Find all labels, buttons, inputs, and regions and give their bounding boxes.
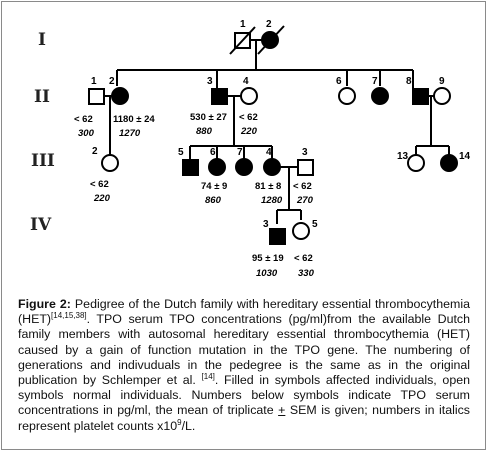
tpo-value: 95 ± 19 <box>252 253 284 264</box>
individual-number: 9 <box>439 76 445 87</box>
individual-ii-8: 8 <box>406 76 429 105</box>
individual-number: 1 <box>91 76 97 87</box>
caption-text-1: Pedigree of the Dutch family with heredi… <box>18 297 471 327</box>
caption-ref-2: [14] <box>201 371 215 381</box>
individual-number: 2 <box>109 76 115 87</box>
deceased-slash <box>257 25 285 55</box>
affected-male-symbol <box>412 88 429 105</box>
individual-i-1: 1 <box>229 19 256 55</box>
tpo-value: < 62 <box>74 114 93 125</box>
platelet-count: 270 <box>296 195 314 206</box>
individual-ii-2: 2 1180 ± 24 1270 <box>109 76 155 139</box>
male-symbol <box>297 159 314 176</box>
affected-female-symbol <box>440 154 458 172</box>
platelet-count: 330 <box>298 268 315 279</box>
individual-number: 7 <box>372 76 378 87</box>
platelet-count: 1280 <box>261 195 283 206</box>
individual-iii-3: 3 < 62 270 <box>293 147 314 206</box>
platelet-count: 300 <box>78 128 95 139</box>
female-symbol <box>338 87 356 105</box>
affected-female-symbol <box>371 87 389 105</box>
caption-superscript-9: 9 <box>177 417 182 427</box>
caption-text-2: . TPO serum TPO concentrations (pg/ml)fr… <box>18 312 470 388</box>
individual-number: 1 <box>240 19 246 30</box>
individual-number: 2 <box>266 19 272 30</box>
affected-male-symbol <box>269 228 286 245</box>
individual-iii-7: 7 <box>235 147 253 176</box>
tpo-value: 1180 ± 24 <box>113 114 155 125</box>
tpo-value: < 62 <box>293 181 312 192</box>
caption-text-4: SEM is given; numbers in italics represe… <box>18 403 470 433</box>
individual-iii-4: 4 81 ± 8 1280 <box>255 147 283 206</box>
individual-ii-7: 7 <box>371 76 389 105</box>
individual-iii-5: 5 <box>178 147 199 176</box>
caption-label: Figure 2: <box>18 297 71 311</box>
individual-iii-2: 2 < 62 220 <box>90 146 119 204</box>
generation-label-ii: II <box>34 87 50 107</box>
individual-ii-4: 4 < 62 220 <box>239 76 258 137</box>
individual-ii-3: 3 530 ± 27 880 <box>190 76 228 137</box>
individual-number: 5 <box>178 147 184 158</box>
individual-number: 4 <box>243 76 249 87</box>
individual-iii-6: 6 74 ± 9 860 <box>201 147 227 206</box>
figure-caption: Figure 2: Pedigree of the Dutch family w… <box>18 297 470 434</box>
individual-number: 13 <box>397 151 409 162</box>
individual-number: 3 <box>263 219 269 230</box>
individual-number: 6 <box>336 76 342 87</box>
individual-number: 5 <box>312 219 318 230</box>
tpo-value: 530 ± 27 <box>190 112 227 123</box>
individual-number: 14 <box>459 151 471 162</box>
individual-ii-6: 6 <box>336 76 356 105</box>
individual-number: 3 <box>302 147 308 158</box>
female-symbol <box>101 154 119 172</box>
caption-text-3: . Filled in symbols affected individuals… <box>18 373 470 418</box>
female-symbol <box>433 87 451 105</box>
platelet-count: 880 <box>196 126 213 137</box>
individual-number: 8 <box>406 76 412 87</box>
individual-ii-9: 9 <box>433 76 451 105</box>
individual-iv-3: 3 95 ± 19 1030 <box>252 219 286 279</box>
affected-male-symbol <box>211 88 228 105</box>
caption-text-5: /L. <box>181 418 196 433</box>
affected-female-symbol <box>111 87 129 105</box>
tpo-value: 81 ± 8 <box>255 181 281 192</box>
affected-female-symbol <box>235 158 253 176</box>
generation-label-i: I <box>38 30 46 50</box>
platelet-count: 220 <box>240 126 258 137</box>
female-symbol <box>407 154 425 172</box>
affected-male-symbol <box>182 159 199 176</box>
individual-iii-14: 14 <box>440 151 471 172</box>
tpo-value: < 62 <box>294 253 313 264</box>
affected-female-symbol <box>263 158 281 176</box>
individual-iv-5: 5 < 62 330 <box>292 219 318 279</box>
female-symbol <box>240 87 258 105</box>
tpo-value: < 62 <box>239 112 258 123</box>
pedigree-diagram: I II III IV 1 2 1 < 62 300 2 1180 ± 24 1… <box>30 19 471 279</box>
individual-number: 2 <box>92 146 98 157</box>
tpo-value: < 62 <box>90 179 109 190</box>
male-symbol <box>88 88 105 105</box>
individual-number: 6 <box>210 147 216 158</box>
platelet-count: 1030 <box>256 268 278 279</box>
individual-iii-13: 13 <box>397 151 425 172</box>
deceased-slash <box>229 26 256 55</box>
platelet-count: 1270 <box>119 128 141 139</box>
individual-number: 4 <box>266 147 272 158</box>
caption-plus-minus: + <box>278 403 286 418</box>
individual-number: 7 <box>237 147 243 158</box>
individual-ii-1: 1 < 62 300 <box>74 76 105 139</box>
caption-ref-1: [14,15,38] <box>51 311 87 321</box>
individual-number: 3 <box>207 76 213 87</box>
female-symbol <box>292 222 310 240</box>
affected-female-symbol <box>208 158 226 176</box>
platelet-count: 860 <box>205 195 222 206</box>
tpo-value: 74 ± 9 <box>201 181 227 192</box>
generation-label-iii: III <box>31 151 55 171</box>
generation-label-iv: IV <box>30 215 52 235</box>
platelet-count: 220 <box>93 193 111 204</box>
individual-i-2: 2 <box>257 19 285 55</box>
